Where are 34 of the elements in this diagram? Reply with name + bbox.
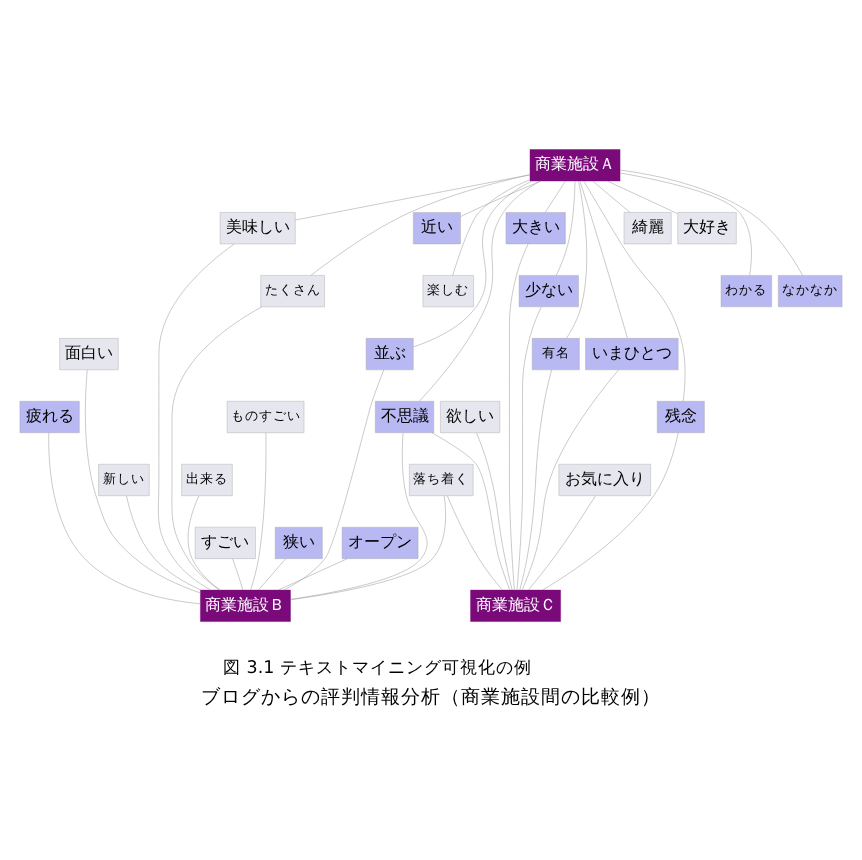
connector bbox=[85, 368, 201, 593]
caption: ブログからの評判情報分析（商業施設間の比較例） bbox=[201, 686, 661, 709]
connector bbox=[522, 368, 619, 589]
connector bbox=[509, 242, 529, 590]
connector bbox=[290, 431, 428, 599]
connector bbox=[283, 368, 384, 590]
connector bbox=[258, 557, 286, 590]
label: 図 3.1 テキストマイニング可視化の例 bbox=[223, 658, 532, 679]
connector bbox=[607, 179, 678, 213]
connector bbox=[290, 494, 446, 599]
connector bbox=[542, 431, 679, 590]
connector bbox=[419, 179, 541, 401]
connector bbox=[431, 431, 511, 590]
connector bbox=[250, 431, 267, 589]
connector bbox=[476, 431, 513, 590]
connector bbox=[48, 431, 201, 604]
connector bbox=[579, 179, 628, 338]
connector bbox=[310, 173, 531, 275]
connector bbox=[278, 557, 348, 590]
connector bbox=[556, 180, 576, 275]
connector bbox=[413, 179, 533, 347]
connector bbox=[566, 179, 587, 338]
connector bbox=[126, 494, 202, 590]
connector bbox=[187, 494, 221, 590]
connector bbox=[528, 494, 596, 590]
connector bbox=[519, 368, 552, 590]
connector bbox=[232, 557, 244, 590]
connector bbox=[516, 305, 542, 590]
connector bbox=[592, 179, 631, 212]
connector bbox=[447, 494, 503, 589]
connector bbox=[460, 179, 542, 216]
connector bbox=[171, 305, 262, 590]
connector bbox=[452, 178, 531, 275]
connector bbox=[545, 179, 566, 212]
